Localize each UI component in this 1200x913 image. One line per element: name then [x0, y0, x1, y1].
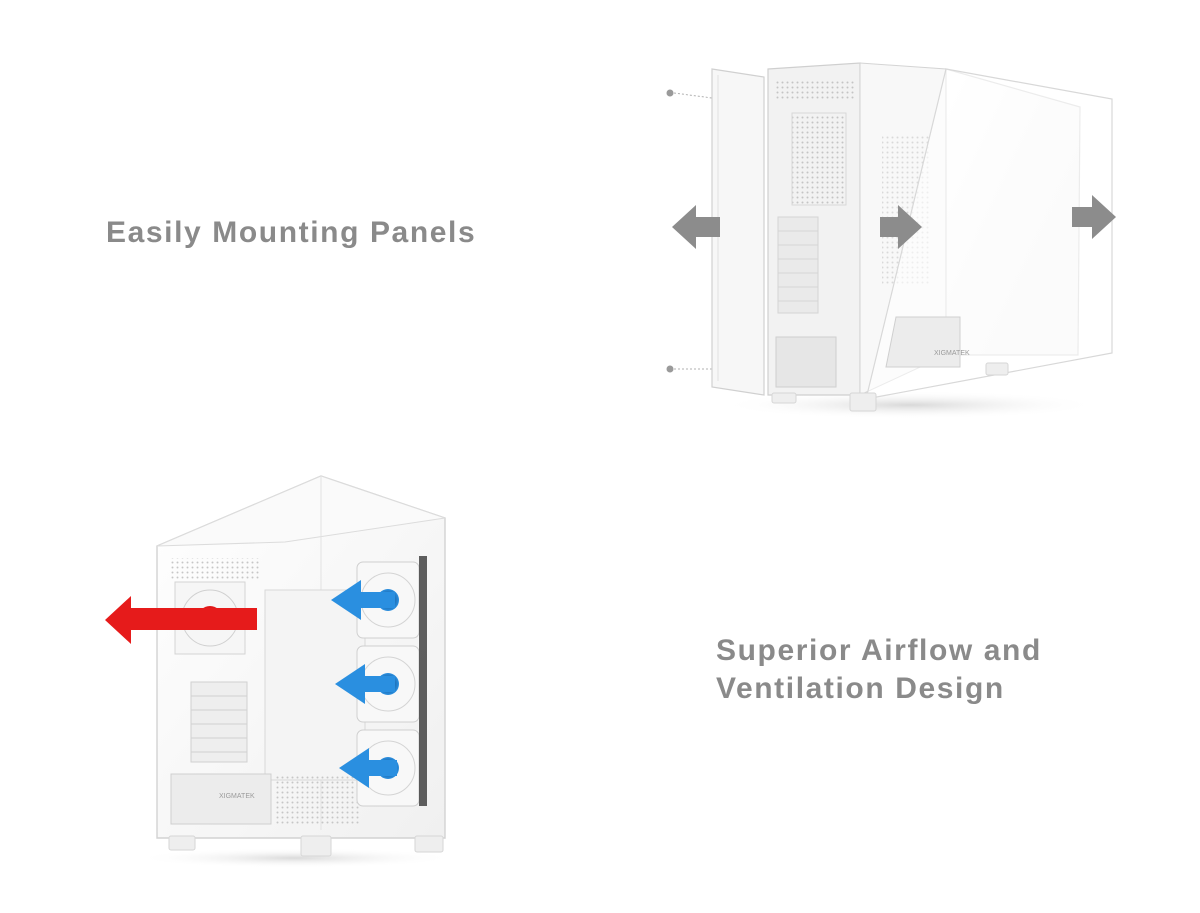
rear-fan-mesh — [791, 112, 847, 206]
top-vent-mesh — [774, 79, 856, 99]
psu-opening — [775, 336, 837, 388]
arrow-left-icon — [672, 205, 720, 249]
expansion-slots — [777, 216, 819, 314]
front-panel-strip — [419, 556, 427, 806]
case-foot — [168, 835, 196, 851]
psu-shroud — [885, 316, 961, 368]
case-foot — [300, 835, 332, 857]
screw-icon — [666, 365, 712, 373]
case-foot — [985, 362, 1009, 376]
airflow-title-line-1: Superior Airflow and — [716, 634, 1042, 667]
shroud-mesh — [275, 774, 361, 824]
arrow-right-icon — [1072, 195, 1116, 239]
intake-arrow-icon — [335, 664, 395, 704]
floor-shadow — [135, 848, 455, 868]
arrow-right-icon — [880, 205, 922, 249]
case-airflow-svg: XIGMATEK — [105, 475, 455, 868]
airflow-title-line-2: Ventilation Design — [716, 672, 1005, 705]
intake-arrow-icon — [339, 748, 397, 788]
screw-icon — [666, 89, 713, 99]
case-foot — [849, 392, 877, 412]
brand-logo: XIGMATEK — [934, 350, 970, 357]
case-airflow-image: XIGMATEK — [95, 470, 475, 870]
expansion-slots — [190, 681, 248, 763]
case-exploded-panels-image: XIGMATEK — [660, 55, 1130, 425]
case-foot — [771, 392, 797, 404]
case-top-glass — [156, 475, 446, 547]
case-exploded-svg: XIGMATEK — [666, 62, 1116, 419]
case-foot — [414, 835, 444, 853]
feature-title-airflow: Superior Airflow and Ventilation Design — [716, 632, 1136, 708]
feature-title-mounting-panels: Easily Mounting Panels — [106, 216, 477, 249]
exhaust-arrow-icon — [105, 596, 257, 644]
top-rear-mesh — [169, 558, 259, 580]
psu-shroud — [170, 773, 272, 825]
left-side-panel — [711, 68, 765, 396]
intake-arrow-icon — [331, 580, 395, 620]
brand-logo: XIGMATEK — [219, 793, 255, 800]
floor-shadow — [720, 391, 1100, 419]
